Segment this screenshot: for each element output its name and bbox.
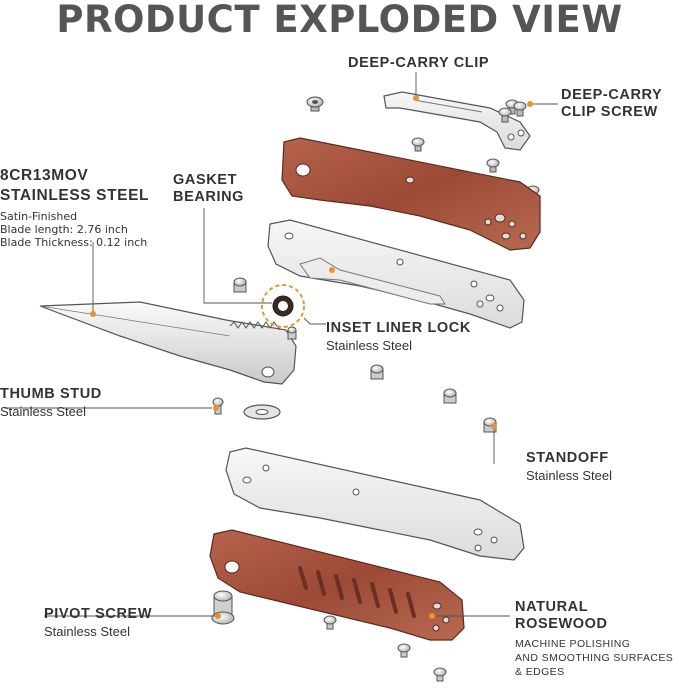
label-standoff: STANDOFF Stainless Steel bbox=[526, 450, 612, 484]
blade-thickness: Blade Thickness: 0.12 inch bbox=[0, 236, 148, 249]
label-blade: 8CR13MOV STAINLESS STEEL Satin-Finished … bbox=[0, 166, 149, 249]
gasket-line2: BEARING bbox=[173, 189, 245, 205]
rosewood-desc2: AND SMOOTHING SURFACES bbox=[515, 652, 674, 664]
label-gasket-bearing: GASKET BEARING bbox=[173, 172, 244, 206]
liner-lock-name: INSET LINER LOCK bbox=[326, 320, 471, 336]
blade-line2: STAINLESS STEEL bbox=[0, 187, 150, 204]
rosewood-scale-bottom bbox=[209, 529, 465, 641]
label-thumb-stud: THUMB STUD Stainless Steel bbox=[0, 386, 102, 420]
deep-carry-clip bbox=[383, 91, 531, 151]
blade-line1: 8CR13MOV bbox=[0, 167, 89, 184]
label-pivot-screw: PIVOT SCREW Stainless Steel bbox=[44, 606, 152, 640]
rosewood-desc1: MACHINE POLISHING bbox=[515, 638, 631, 650]
washer bbox=[243, 404, 281, 420]
leader-lines bbox=[4, 72, 558, 617]
pivot-screw-name: PIVOT SCREW bbox=[44, 606, 153, 622]
clip-screw-line2: CLIP SCREW bbox=[561, 104, 658, 120]
gasket-line1: GASKET bbox=[173, 172, 238, 188]
rosewood-line1: NATURAL bbox=[515, 599, 589, 615]
thumb-stud-name: THUMB STUD bbox=[0, 386, 102, 402]
label-deep-carry-clip: DEEP-CARRY CLIP bbox=[348, 55, 489, 72]
blade-length: Blade length: 2.76 inch bbox=[0, 223, 128, 236]
liner-lock-material: Stainless Steel bbox=[326, 338, 412, 353]
blade-finish: Satin-Finished bbox=[0, 210, 78, 223]
blade bbox=[39, 301, 297, 385]
standoff-material: Stainless Steel bbox=[526, 468, 612, 483]
label-clip-screw: DEEP-CARRY CLIP SCREW bbox=[561, 87, 662, 121]
clip-name: DEEP-CARRY CLIP bbox=[348, 55, 490, 71]
label-natural-rosewood: NATURAL ROSEWOOD MACHINE POLISHING AND S… bbox=[515, 599, 673, 679]
liner-bottom bbox=[225, 447, 525, 561]
rosewood-line2: ROSEWOOD bbox=[515, 616, 608, 632]
pivot-screw-material: Stainless Steel bbox=[44, 624, 130, 639]
clip-screw-line1: DEEP-CARRY bbox=[561, 87, 663, 103]
thumb-stud-material: Stainless Steel bbox=[0, 404, 86, 419]
standoff-name: STANDOFF bbox=[526, 450, 609, 466]
pivot-screw bbox=[211, 590, 235, 625]
inset-liner-lock bbox=[267, 219, 525, 329]
rosewood-desc3: & EDGES bbox=[515, 666, 565, 678]
rosewood-scale-top bbox=[281, 137, 541, 251]
gasket-bearing bbox=[261, 284, 305, 328]
page-title: PRODUCT EXPLODED VIEW bbox=[56, 0, 623, 41]
label-inset-liner-lock: INSET LINER LOCK Stainless Steel bbox=[326, 320, 471, 354]
bottom-screws bbox=[323, 615, 447, 682]
accent-dots bbox=[90, 95, 533, 619]
